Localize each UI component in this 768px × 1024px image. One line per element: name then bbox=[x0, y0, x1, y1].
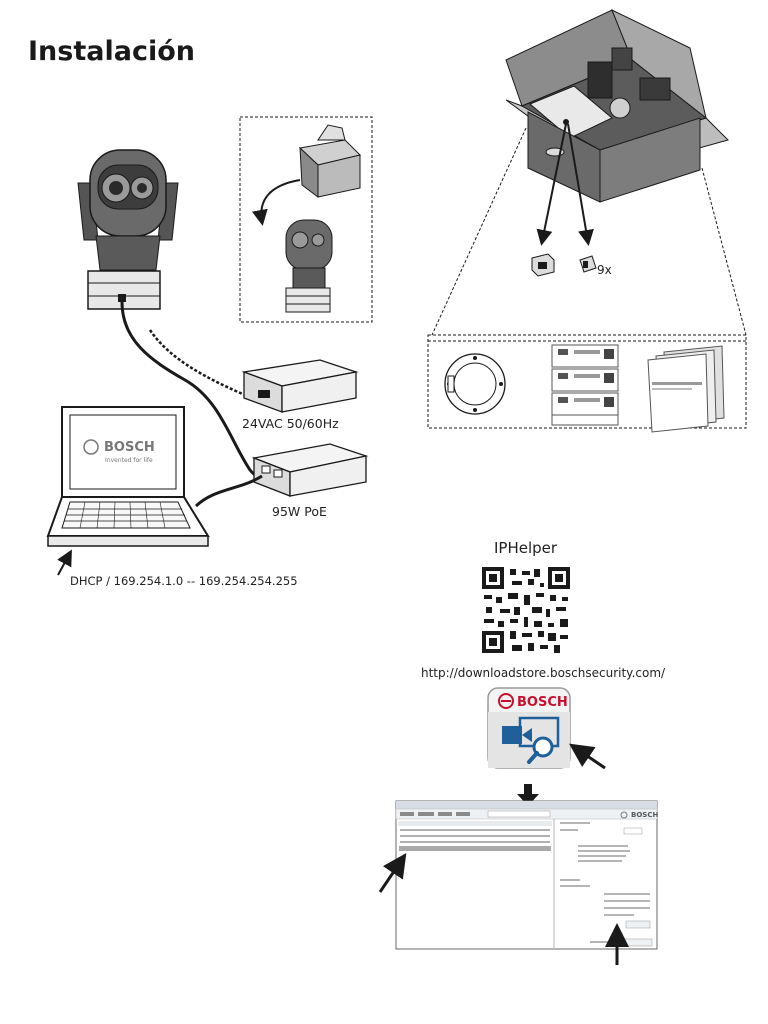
iphelper-app-icon: BOSCH bbox=[487, 687, 571, 769]
unpack-arrow bbox=[251, 179, 301, 226]
app-icon-brand: BOSCH bbox=[517, 695, 568, 710]
mounting-template bbox=[444, 353, 506, 415]
dhcp-pointer bbox=[57, 549, 72, 576]
page-title: Instalación bbox=[28, 36, 195, 67]
screw-count-label: 9x bbox=[597, 263, 612, 277]
download-url: http://downloadstore.boschsecurity.com/ bbox=[421, 666, 666, 680]
software-list-pointer bbox=[378, 853, 407, 893]
iphelper-software-window: BOSCH bbox=[395, 800, 658, 950]
ptz-camera bbox=[77, 149, 179, 310]
laptop: BOSCH Invented for life bbox=[46, 406, 210, 547]
app-icon-pointer bbox=[569, 743, 606, 770]
poe-label: 95W PoE bbox=[272, 504, 327, 519]
qr-code bbox=[482, 567, 570, 653]
quick-guide-booklet bbox=[647, 345, 725, 433]
open-box bbox=[505, 8, 729, 203]
power-supply-24vac bbox=[241, 359, 359, 413]
box-arrow-left bbox=[536, 123, 567, 246]
camera-inset-box bbox=[239, 116, 373, 323]
dhcp-label: DHCP / 169.254.1.0 -- 169.254.254.255 bbox=[70, 574, 298, 588]
down-arrow-head bbox=[517, 794, 539, 806]
box-arrow-right bbox=[567, 123, 594, 246]
poe-injector bbox=[251, 443, 369, 497]
software-brand: BOSCH bbox=[631, 811, 658, 819]
small-camera bbox=[285, 219, 333, 313]
down-arrow-shaft bbox=[524, 784, 532, 794]
label-sheets bbox=[551, 344, 619, 426]
screw-icon bbox=[579, 255, 597, 273]
box-contents-panel bbox=[427, 334, 747, 429]
laptop-tagline: Invented for life bbox=[105, 457, 153, 464]
power-supply-label: 24VAC 50/60Hz bbox=[242, 416, 339, 431]
connector-icon bbox=[531, 253, 555, 277]
laptop-cable bbox=[194, 474, 263, 508]
small-box-icon bbox=[298, 124, 361, 198]
iphelper-label: IPHelper bbox=[494, 539, 558, 557]
power-cable-dotted bbox=[148, 329, 246, 397]
laptop-brand: BOSCH bbox=[104, 440, 155, 455]
